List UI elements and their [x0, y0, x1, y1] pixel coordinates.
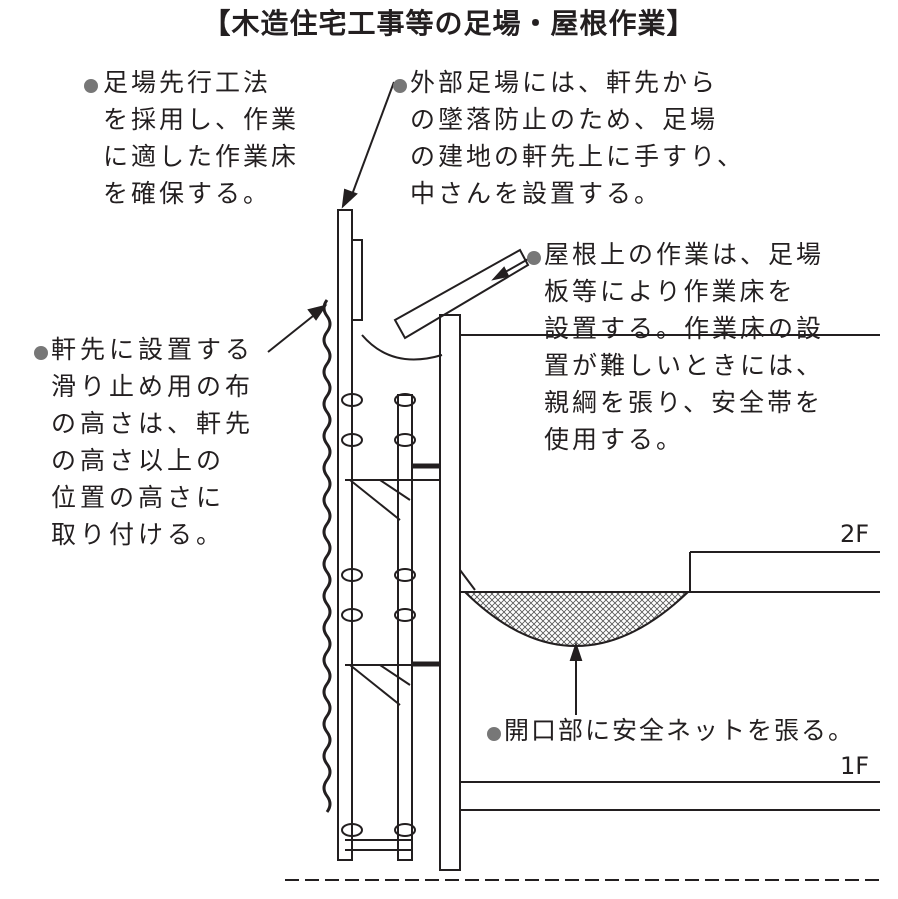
second-floor	[459, 551, 880, 593]
floor-label-2f: 2F	[840, 520, 870, 548]
note-line: 使用する。	[544, 425, 685, 454]
scaffold-netting	[322, 299, 332, 813]
note-line: を採用し、作業	[103, 105, 300, 134]
note-safety-net: 開口部に安全ネットを張る。	[504, 712, 855, 749]
note-line: 軒先に設置する	[51, 335, 255, 364]
note-line: の高さは、軒先	[51, 409, 255, 438]
note-line: 開口部に安全ネットを張る。	[504, 716, 856, 745]
note-line: 足場先行工法	[103, 68, 272, 97]
bullet-icon	[527, 251, 541, 265]
scaffold-rungs	[341, 393, 416, 837]
note-line: の高さ以上の	[51, 446, 226, 475]
safety-net	[462, 591, 691, 647]
work-platform	[345, 479, 440, 521]
note-line: 親綱を張り、安全帯を	[544, 388, 824, 417]
note-line: を確保する。	[103, 179, 272, 208]
bullet-icon	[84, 79, 98, 93]
note-line: 置が難しいときには、	[544, 351, 825, 380]
note-line: 中さんを設置する。	[410, 179, 663, 208]
bullet-icon	[487, 727, 501, 741]
bullet-icon	[34, 346, 48, 360]
note-line: 板等により作業床を	[544, 277, 796, 306]
handrail-post	[351, 239, 363, 321]
note-scaffold-method: 足場先行工法 を採用し、作業 に適した作業床 を確保する。	[103, 64, 299, 212]
outer-post	[337, 209, 353, 861]
floor-label-1f: 1F	[840, 752, 870, 780]
inner-post	[397, 394, 413, 861]
work-platform	[345, 664, 440, 706]
note-handrail: 外部足場には、軒先から の墜落防止のため、足場 の建地の軒先上に手すり、 中さん…	[410, 64, 745, 212]
note-line: の建地の軒先上に手すり、	[410, 142, 746, 171]
note-line: 屋根上の作業は、足場	[544, 240, 825, 269]
building-wall	[439, 314, 461, 871]
note-line: 取り付ける。	[51, 520, 226, 549]
bullet-icon	[393, 79, 407, 93]
first-floor	[460, 781, 880, 811]
note-line: に適した作業床	[103, 142, 300, 171]
note-line: 滑り止め用の布	[51, 372, 255, 401]
note-line: 設置する。作業床の設	[544, 314, 825, 343]
note-roof-work: 屋根上の作業は、足場 板等により作業床を 設置する。作業床の設 置が難しいときに…	[544, 236, 824, 458]
note-line: 位置の高さに	[51, 483, 226, 512]
diagram-title: 【木造住宅工事等の足場・屋根作業】	[202, 7, 696, 40]
roof	[393, 248, 530, 340]
note-line: 外部足場には、軒先から	[410, 68, 719, 97]
note-slip-cloth: 軒先に設置する 滑り止め用の布 の高さは、軒先 の高さ以上の 位置の高さに 取り…	[51, 331, 254, 553]
note-line: の墜落防止のため、足場	[410, 105, 719, 134]
